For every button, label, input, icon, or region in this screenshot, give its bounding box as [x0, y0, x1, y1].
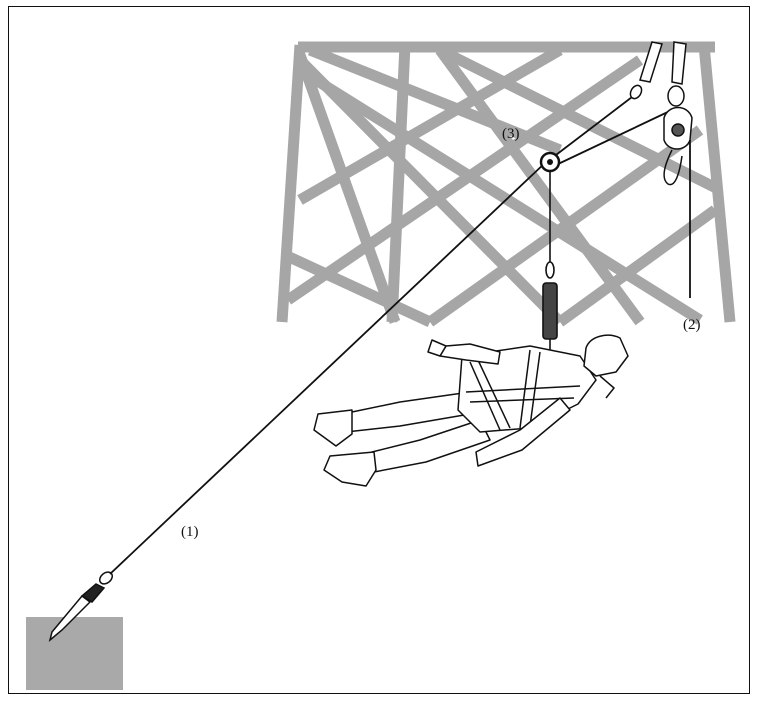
label-descender-2: (2): [683, 317, 701, 333]
suspended-worker: [313, 334, 629, 487]
label-pulley-3: (3): [502, 126, 520, 142]
pulley-icon: [539, 151, 561, 173]
label-rope-1: (1): [181, 524, 199, 540]
rope-to-descender: [555, 109, 673, 166]
top-slings: [629, 41, 687, 107]
rope-to-top: [551, 93, 637, 159]
ground-anchor-icon: [48, 571, 114, 643]
anchor-block: [26, 617, 123, 690]
rope-1: [109, 161, 547, 575]
rescue-descender-icon: [663, 106, 693, 186]
lattice-tower: [276, 41, 736, 327]
figure-border: [8, 6, 750, 694]
